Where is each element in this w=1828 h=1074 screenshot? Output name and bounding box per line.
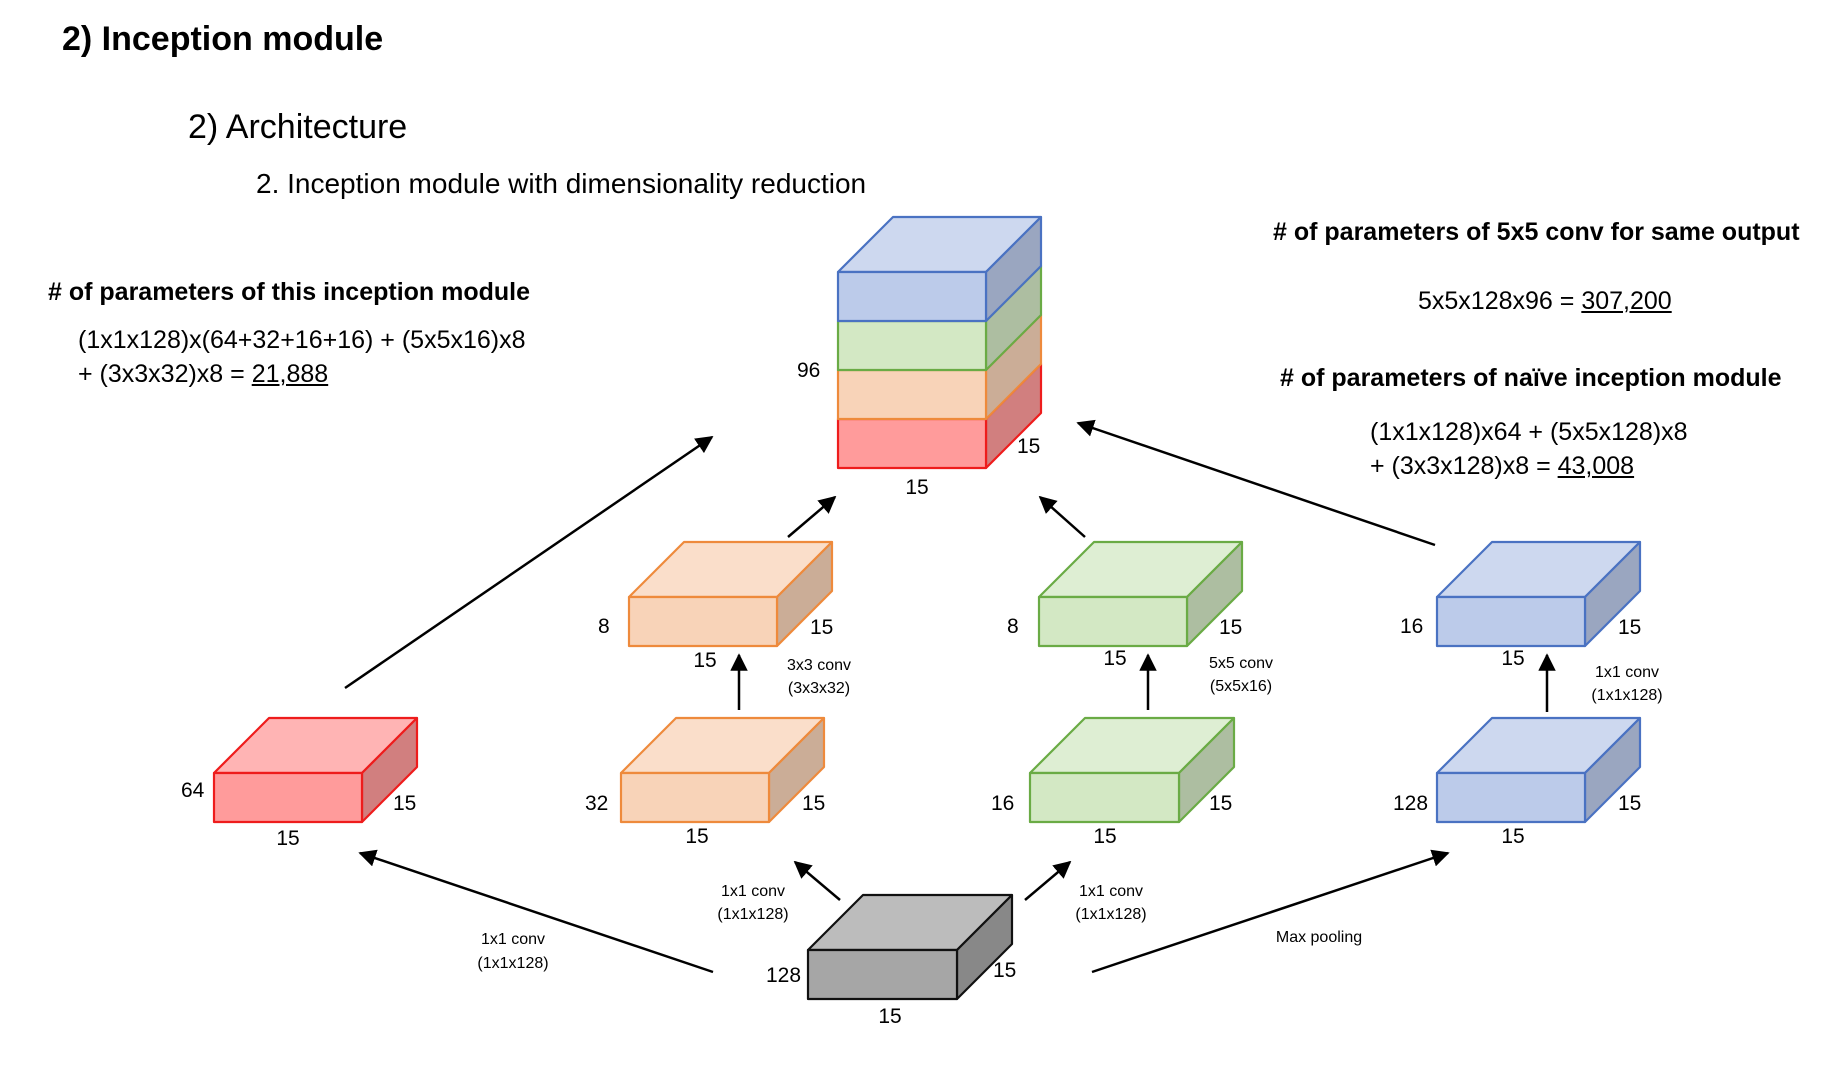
left-calc-title: # of parameters of this inception module xyxy=(48,278,531,306)
arrow-branch3-to-concat xyxy=(1038,495,1086,538)
branch4-out-width-label: 15 xyxy=(1501,647,1524,670)
op-branch3-conv-sublabel: (5x5x16) xyxy=(1210,678,1272,695)
dimension-labels: 128 15 15 64 15 15 32 15 15 8 15 15 16 1… xyxy=(181,359,1641,1028)
branch3-reduce-width-label: 15 xyxy=(1093,825,1116,848)
input-height-label: 15 xyxy=(993,959,1016,982)
concat-height-label: 15 xyxy=(1017,435,1040,458)
op-branch3-conv-label: 5x5 conv xyxy=(1209,655,1273,672)
concat-red-slab xyxy=(836,362,1043,470)
op-branch2-conv-sublabel: (3x3x32) xyxy=(788,680,850,697)
conv-calc-result: 307,200 xyxy=(1581,287,1672,315)
left-calc-line2: + (3x3x32)x8 = 21,888 xyxy=(78,360,329,388)
concat-green-slab-front-face xyxy=(836,319,988,372)
branch1-output-block xyxy=(212,716,419,824)
concat-red-slab-front-face xyxy=(836,417,988,470)
naive-calc-result: 43,008 xyxy=(1557,452,1635,480)
branch1-height-label: 15 xyxy=(393,792,416,815)
branch3-output-block-front-face xyxy=(1037,595,1189,648)
branch4-pool-block-front-face xyxy=(1435,771,1587,824)
arrow-input-to-branch4 xyxy=(1091,849,1450,974)
arrow-branch1-to-concat xyxy=(344,435,714,690)
branch3-out-height-label: 15 xyxy=(1219,616,1242,639)
branch2-reduce-height-label: 15 xyxy=(802,792,825,815)
input-block xyxy=(806,893,1014,1001)
input-width-label: 15 xyxy=(878,1005,901,1028)
concat-depth-label: 96 xyxy=(797,359,820,382)
branch4-pool-width-label: 15 xyxy=(1501,825,1524,848)
branch2-out-width-label: 15 xyxy=(693,649,716,672)
concat-orange-slab-front-face xyxy=(836,368,988,421)
branch3-reduce-depth-label: 16 xyxy=(991,792,1014,815)
naive-calc-title: # of parameters of naïve inception modul… xyxy=(1280,364,1782,392)
op-branch1-label: 1x1 conv xyxy=(481,931,545,948)
op-branch4-conv-label: 1x1 conv xyxy=(1595,664,1659,681)
branch1-output-block-front-face xyxy=(212,771,364,824)
branch4-pool-height-label: 15 xyxy=(1618,792,1641,815)
arrow-input-to-branch1 xyxy=(358,849,714,974)
arrow-branch2-to-concat xyxy=(787,495,837,538)
op-branch2-conv-label: 3x3 conv xyxy=(787,657,851,674)
branch3-reduce-block-front-face xyxy=(1028,771,1181,824)
naive-calc-line1: (1x1x128)x64 + (5x5x128)x8 xyxy=(1370,418,1688,446)
conv-calc-line: 5x5x128x96 = 307,200 xyxy=(1418,287,1672,315)
arrow-input-to-branch2 xyxy=(793,860,841,901)
branch4-pool-block xyxy=(1435,716,1642,824)
branch4-pool-depth-label: 128 xyxy=(1393,792,1428,815)
section-heading: 2) Inception module xyxy=(62,20,384,58)
branch2-reduce-width-label: 15 xyxy=(685,825,708,848)
branch4-output-block xyxy=(1435,540,1642,648)
concat-orange-slab xyxy=(836,313,1043,421)
subsection-heading: 2) Architecture xyxy=(188,108,408,146)
branch3-reduce-height-label: 15 xyxy=(1209,792,1232,815)
subsubsection-heading: 2. Inception module with dimensionality … xyxy=(256,168,867,199)
branch4-out-height-label: 15 xyxy=(1618,616,1641,639)
branch4-output-block-front-face xyxy=(1435,595,1587,648)
op-branch3-reduce-label: 1x1 conv xyxy=(1079,883,1143,900)
branch3-out-width-label: 15 xyxy=(1103,647,1126,670)
branch2-out-depth-label: 8 xyxy=(598,615,610,638)
conv-calc-title: # of parameters of 5x5 conv for same out… xyxy=(1273,218,1800,246)
branch1-width-label: 15 xyxy=(276,827,299,850)
left-calc-line1: (1x1x128)x(64+32+16+16) + (5x5x16)x8 xyxy=(78,326,526,354)
branch3-reduce-block xyxy=(1028,716,1236,824)
branch2-out-height-label: 15 xyxy=(810,616,833,639)
branch1-depth-label: 64 xyxy=(181,779,205,802)
input-block-front-face xyxy=(806,948,959,1001)
blocks-layer xyxy=(212,215,1642,1001)
op-branch2-reduce-label: 1x1 conv xyxy=(721,883,785,900)
op-branch4-conv-sublabel: (1x1x128) xyxy=(1591,687,1662,704)
op-branch4-pool-label: Max pooling xyxy=(1276,929,1362,946)
branch3-output-block xyxy=(1037,540,1244,648)
op-branch1-sublabel: (1x1x128) xyxy=(477,955,548,972)
branch2-reduce-block xyxy=(619,716,826,824)
op-branch3-reduce-sublabel: (1x1x128) xyxy=(1075,906,1146,923)
naive-calc-line2: + (3x3x128)x8 = 43,008 xyxy=(1370,452,1635,480)
branch3-out-depth-label: 8 xyxy=(1007,615,1019,638)
arrow-input-to-branch3 xyxy=(1024,860,1072,901)
branch2-reduce-block-front-face xyxy=(619,771,771,824)
concat-blue-slab-front-face xyxy=(836,270,988,323)
left-calc-result: 21,888 xyxy=(251,360,329,388)
concat-width-label: 15 xyxy=(905,476,928,499)
branch4-out-depth-label: 16 xyxy=(1400,615,1423,638)
concat-blue-slab xyxy=(836,215,1043,323)
op-branch2-reduce-sublabel: (1x1x128) xyxy=(717,906,788,923)
branch2-reduce-depth-label: 32 xyxy=(585,792,608,815)
flow-arrows xyxy=(344,419,1556,974)
branch2-output-block xyxy=(627,540,834,648)
input-depth-label: 128 xyxy=(766,964,801,987)
arrow-branch4-to-concat xyxy=(1076,419,1436,547)
branch2-output-block-front-face xyxy=(627,595,779,648)
operation-labels: 1x1 conv (1x1x128) 1x1 conv (1x1x128) 3x… xyxy=(477,655,1662,972)
